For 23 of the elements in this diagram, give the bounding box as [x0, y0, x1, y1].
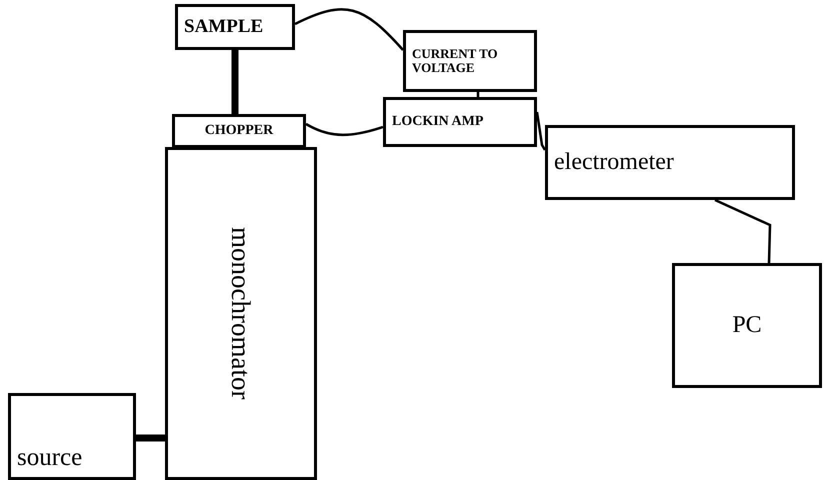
- instrument-box: [172, 114, 306, 148]
- box-label: source: [17, 444, 82, 471]
- cable-line: [536, 112, 546, 151]
- cable-line: [476, 92, 480, 97]
- instrument-box: [165, 147, 317, 480]
- box-label: electrometer: [554, 150, 674, 176]
- cable-line: [305, 122, 384, 136]
- box-label: LOCKIN AMP: [392, 114, 484, 130]
- instrument-box: [403, 30, 537, 92]
- cable-line: [136, 434, 165, 442]
- box-label: monochromator: [226, 227, 256, 400]
- box-label: CHOPPER: [204, 124, 274, 138]
- cable-line: [714, 198, 772, 264]
- cable-line: [232, 50, 238, 114]
- instrument-box: [8, 393, 136, 480]
- instrument-box: [175, 4, 295, 50]
- box-label: PC: [732, 312, 762, 338]
- cable-line: [294, 8, 404, 51]
- box-label: CURRENT TO VOLTAGE: [412, 47, 499, 75]
- box-label: SAMPLE: [184, 17, 264, 37]
- instrument-box: [545, 125, 795, 200]
- instrument-box: [383, 97, 537, 147]
- instrument-box: [672, 263, 822, 388]
